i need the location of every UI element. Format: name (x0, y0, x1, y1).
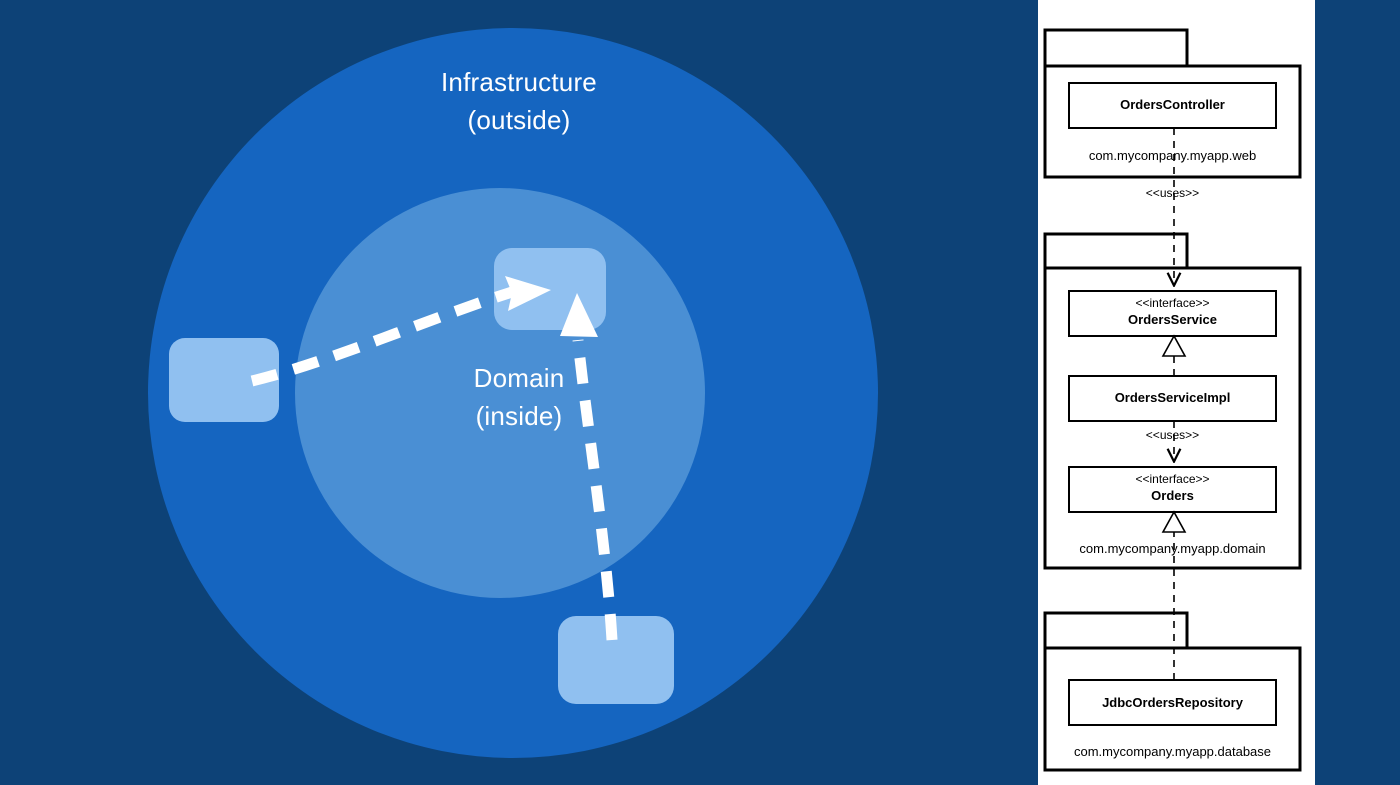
class-orders-controller-box (1068, 82, 1277, 129)
onion-architecture-panel: Infrastructure (outside) Domain (inside) (148, 28, 878, 758)
adapter-node-bottom (558, 616, 674, 704)
rel-impl-realizes-service-head (1161, 334, 1187, 357)
adapter-node-left (169, 338, 279, 422)
package-web-tab (1043, 28, 1189, 69)
package-domain-tab (1043, 232, 1189, 273)
domain-circle (295, 188, 705, 598)
rel-repository-realizes-orders-head (1161, 510, 1187, 533)
class-orders-service-impl-box (1068, 375, 1277, 422)
uml-shapes (1043, 28, 1302, 772)
class-orders-service-box (1068, 290, 1277, 337)
class-jdbc-orders-repository-box (1068, 679, 1277, 726)
package-database-tab (1043, 611, 1189, 652)
uml-package-diagram-panel: OrdersController com.mycompany.myapp.web… (1038, 0, 1315, 785)
class-orders-box (1068, 466, 1277, 513)
adapter-node-top (494, 248, 606, 330)
